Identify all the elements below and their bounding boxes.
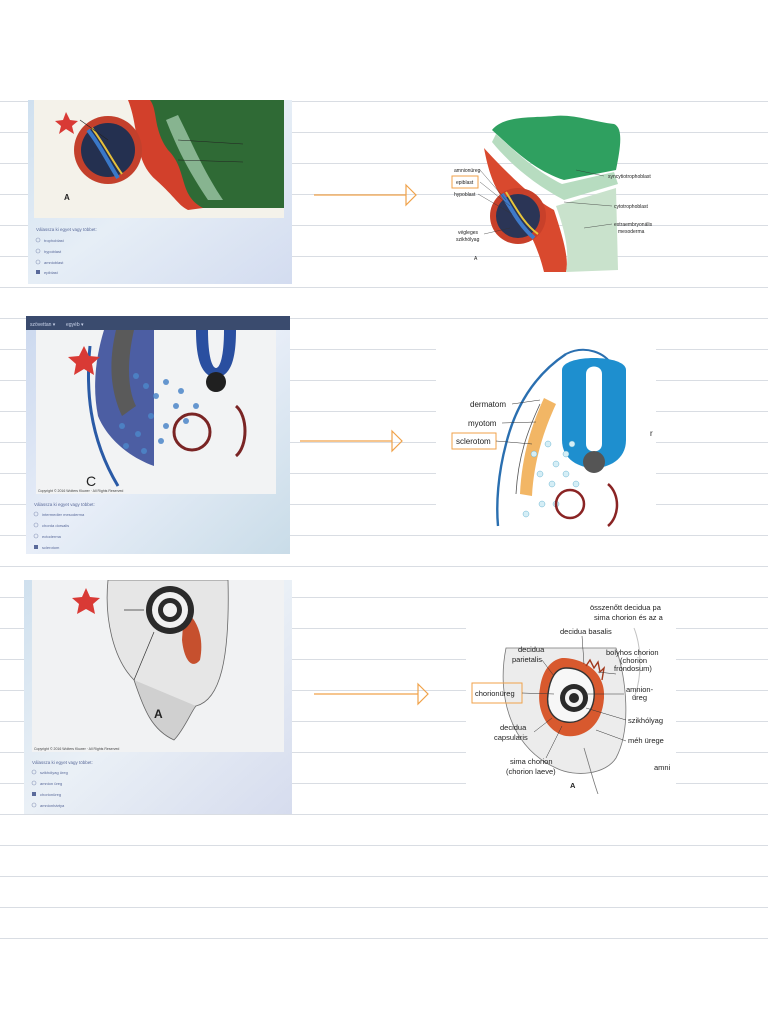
arrow-right-icon xyxy=(314,183,417,207)
label-chorionureg: chorionüreg xyxy=(475,689,515,698)
topbar-menu-2[interactable]: egyéb ▾ xyxy=(66,322,84,328)
diagram-embryo-disc: amnionüreg epiblast hypoblast végleges s… xyxy=(444,110,654,280)
checkbox-option-4[interactable] xyxy=(36,270,40,274)
radio-option-3[interactable] xyxy=(35,259,41,265)
label-szikholyag: szikhólyag xyxy=(628,716,663,725)
radio-option-2[interactable] xyxy=(35,248,41,254)
photo-copyright: Copyright © 2016 Wolters Kluwer · All Ri… xyxy=(34,747,119,751)
label-bolyhos-chorion-2: (chorion xyxy=(620,656,647,665)
photo-option-2: hypoblast xyxy=(44,249,62,254)
radio-option-2[interactable] xyxy=(33,522,39,528)
photo-option-1: trophoblast xyxy=(44,238,65,243)
photo-question: Válassza ki egyet vagy többet: xyxy=(36,227,97,232)
label-amnionureg-1: amnion- xyxy=(626,685,654,694)
photo-option-4: epiblast xyxy=(44,270,59,275)
label-syncytiotrophoblast: syncytiotrophoblast xyxy=(608,174,651,180)
diagram-label-a: A xyxy=(570,781,576,790)
photo-option-4: amnionhártya xyxy=(40,803,65,808)
label-hypoblast: hypoblast xyxy=(454,192,476,198)
radio-option-1[interactable] xyxy=(33,511,39,517)
label-amni: amni xyxy=(654,763,671,772)
checkbox-option-4[interactable] xyxy=(34,545,38,549)
label-decidua-capsularis-1: decidua xyxy=(500,723,527,732)
photo-question: Válassza ki egyet vagy többet: xyxy=(34,502,95,507)
diagram-label-a: A xyxy=(474,256,478,262)
label-cytotrophoblast: cytotrophoblast xyxy=(614,204,649,210)
radio-option-3[interactable] xyxy=(33,533,39,539)
photo-option-1: szikhólyag üreg xyxy=(40,770,68,775)
label-amnionureg-2: üreg xyxy=(632,693,647,702)
arrow-right-icon xyxy=(314,682,429,706)
photo-option-3: amnioblast xyxy=(44,260,64,265)
label-decidua-parietalis-1: decidua xyxy=(518,645,545,654)
label-decidua-basalis: decidua basalis xyxy=(560,627,612,636)
photo-uterus: A Copyright © 2016 Wolters Kluwer · All … xyxy=(24,580,292,814)
label-extraembryonal-2: mesoderma xyxy=(618,229,645,235)
label-bolyhos-chorion-3: frondosum) xyxy=(614,664,652,673)
label-amnionureg: amnionüreg xyxy=(454,168,481,174)
photo-label-a: A xyxy=(154,707,163,721)
label-sima-chorion-2: (chorion laeve) xyxy=(506,767,556,776)
photo-copyright: Copyright © 2016 Wolters Kluwer · All Ri… xyxy=(38,489,123,493)
label-sclerotom: sclerotom xyxy=(456,437,491,446)
label-dermatom: dermatom xyxy=(470,400,506,409)
photo-option-2: amnion üreg xyxy=(40,781,62,786)
photo-somite: szövettan ▾ egyéb ▾ C Copyright © 2016 W… xyxy=(26,316,290,554)
photo-question: Válassza ki egyet vagy többet: xyxy=(32,760,93,765)
radio-option-2[interactable] xyxy=(31,780,37,786)
arrow-right-icon xyxy=(300,429,403,453)
label-extraembryonal-1: extraembryonális xyxy=(614,222,653,228)
label-sima-chorion-1: sima chorion xyxy=(510,757,553,766)
label-edge: r xyxy=(650,429,653,438)
label-myotom: myotom xyxy=(468,419,497,428)
radio-option-1[interactable] xyxy=(31,769,37,775)
photo-option-1: intermedier mesoderma xyxy=(42,512,85,517)
checkbox-option-3[interactable] xyxy=(32,792,36,796)
diagram-somite: dermatom myotom sclerotom r xyxy=(436,344,656,534)
photo-option-3: ectoderma xyxy=(42,534,62,539)
photo-label-a: A xyxy=(64,193,70,202)
radio-option-4[interactable] xyxy=(31,802,37,808)
label-decidua-parietalis-2: parietalis xyxy=(512,655,542,664)
photo-label-c: C xyxy=(86,473,96,489)
diagram-uterus: összenőtt decidua pa sima chorion és az … xyxy=(466,598,676,795)
photo-option-4: sclerotom xyxy=(42,545,60,550)
label-meh-urege: méh ürege xyxy=(628,736,664,745)
label-bolyhos-chorion-1: bolyhos chorion xyxy=(606,648,659,657)
label-decidua-capsularis-2: capsularis xyxy=(494,733,528,742)
label-epiblast: epiblast xyxy=(456,180,474,186)
label-top-1: összenőtt decidua pa xyxy=(590,603,662,612)
label-szikholyag-1: végleges xyxy=(458,230,479,236)
photo-option-3: chorionüreg xyxy=(40,792,61,797)
photo-embryo-disc: A Válassza ki egyet vagy többet: trophob… xyxy=(28,100,292,284)
photo-option-2: chorda dorsalis xyxy=(42,523,69,528)
label-top-2: sima chorion és az a xyxy=(594,613,664,622)
label-szikholyag-2: szikhólyag xyxy=(456,237,480,243)
radio-option-1[interactable] xyxy=(35,237,41,243)
topbar-menu-1[interactable]: szövettan ▾ xyxy=(30,322,56,328)
